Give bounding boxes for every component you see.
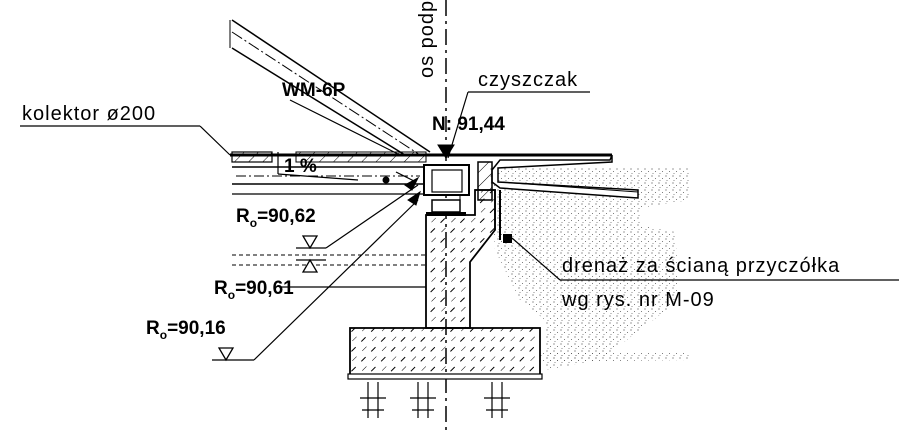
level-r3-value: =90,16	[167, 318, 226, 339]
level-r1-value: =90,62	[257, 206, 316, 227]
svg-text:Ro=90,16: Ro=90,16	[146, 318, 226, 342]
wm-pipe	[229, 19, 431, 156]
level-r1-main: R	[236, 206, 250, 227]
soil-backfill	[490, 168, 690, 370]
transition-slab	[491, 154, 639, 199]
wm-label: WM-6P	[282, 80, 346, 101]
svg-text:Ro=90,62: Ro=90,62	[236, 206, 316, 230]
water-levels	[232, 254, 426, 266]
flow-arrows	[382, 144, 455, 206]
level-markers	[212, 235, 326, 362]
cleaner-label: czyszczak	[478, 69, 578, 91]
drain-ref-label: wg rys. nr M-09	[561, 289, 715, 311]
foundation	[347, 327, 543, 380]
level-n-label: N: 91,44	[432, 114, 505, 135]
piles	[360, 382, 510, 418]
drain	[499, 190, 899, 281]
slope-label: 1 %	[284, 156, 317, 177]
leaders	[20, 91, 590, 361]
level-r2-main: R	[214, 278, 228, 299]
svg-text:Ro=90,61: Ro=90,61	[214, 278, 294, 302]
level-r3-main: R	[146, 318, 160, 339]
level-r1-sub: o	[250, 216, 257, 230]
level-r3-sub: o	[160, 328, 167, 342]
drain-label: drenaż za ścianą przyczółka	[562, 255, 840, 277]
deck-slab	[230, 151, 612, 195]
level-r2-sub: o	[228, 288, 235, 302]
level-r3: Ro=90,16	[146, 318, 226, 342]
cleaner-box	[423, 164, 470, 216]
level-r1: Ro=90,62	[236, 206, 316, 230]
slope-indicator	[277, 152, 359, 181]
collector-label: kolektor ø200	[22, 103, 156, 125]
axis-label: os podp	[416, 0, 438, 78]
level-r2: Ro=90,61	[214, 278, 294, 302]
level-r2-value: =90,61	[235, 278, 294, 299]
